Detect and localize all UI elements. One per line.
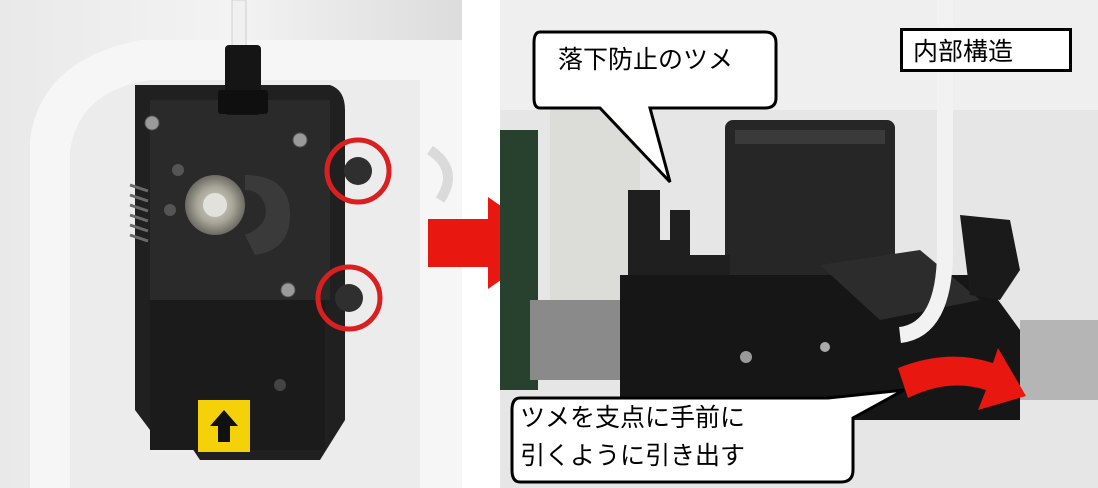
callout-fall-prevention-claw-label: 落下防止のツメ — [558, 45, 734, 74]
callout-fall-prevention-claw — [532, 30, 778, 184]
up-arrow-icon — [210, 410, 238, 442]
curved-arrow-icon — [898, 348, 1026, 410]
right-photo-internal-structure: 落下防止のツメ 内部構造 ツメを支点に手前に 引くように引き出す — [500, 0, 1098, 488]
extruder-illustration — [0, 0, 462, 488]
callout-instruction-line2: 引くように引き出す — [520, 441, 746, 470]
callout-instruction — [510, 388, 905, 484]
highlight-circle-upper-screw — [324, 137, 392, 205]
right-arrow-icon — [428, 197, 554, 289]
internal-structure-label: 内部構造 — [913, 37, 1014, 66]
highlight-circle-lower-screw — [315, 264, 383, 332]
internal-structure-box — [900, 28, 1072, 72]
left-photo-extruder — [0, 0, 462, 488]
fall-prevention-claw — [628, 190, 730, 275]
callout-instruction-line1: ツメを支点に手前に — [520, 403, 746, 432]
